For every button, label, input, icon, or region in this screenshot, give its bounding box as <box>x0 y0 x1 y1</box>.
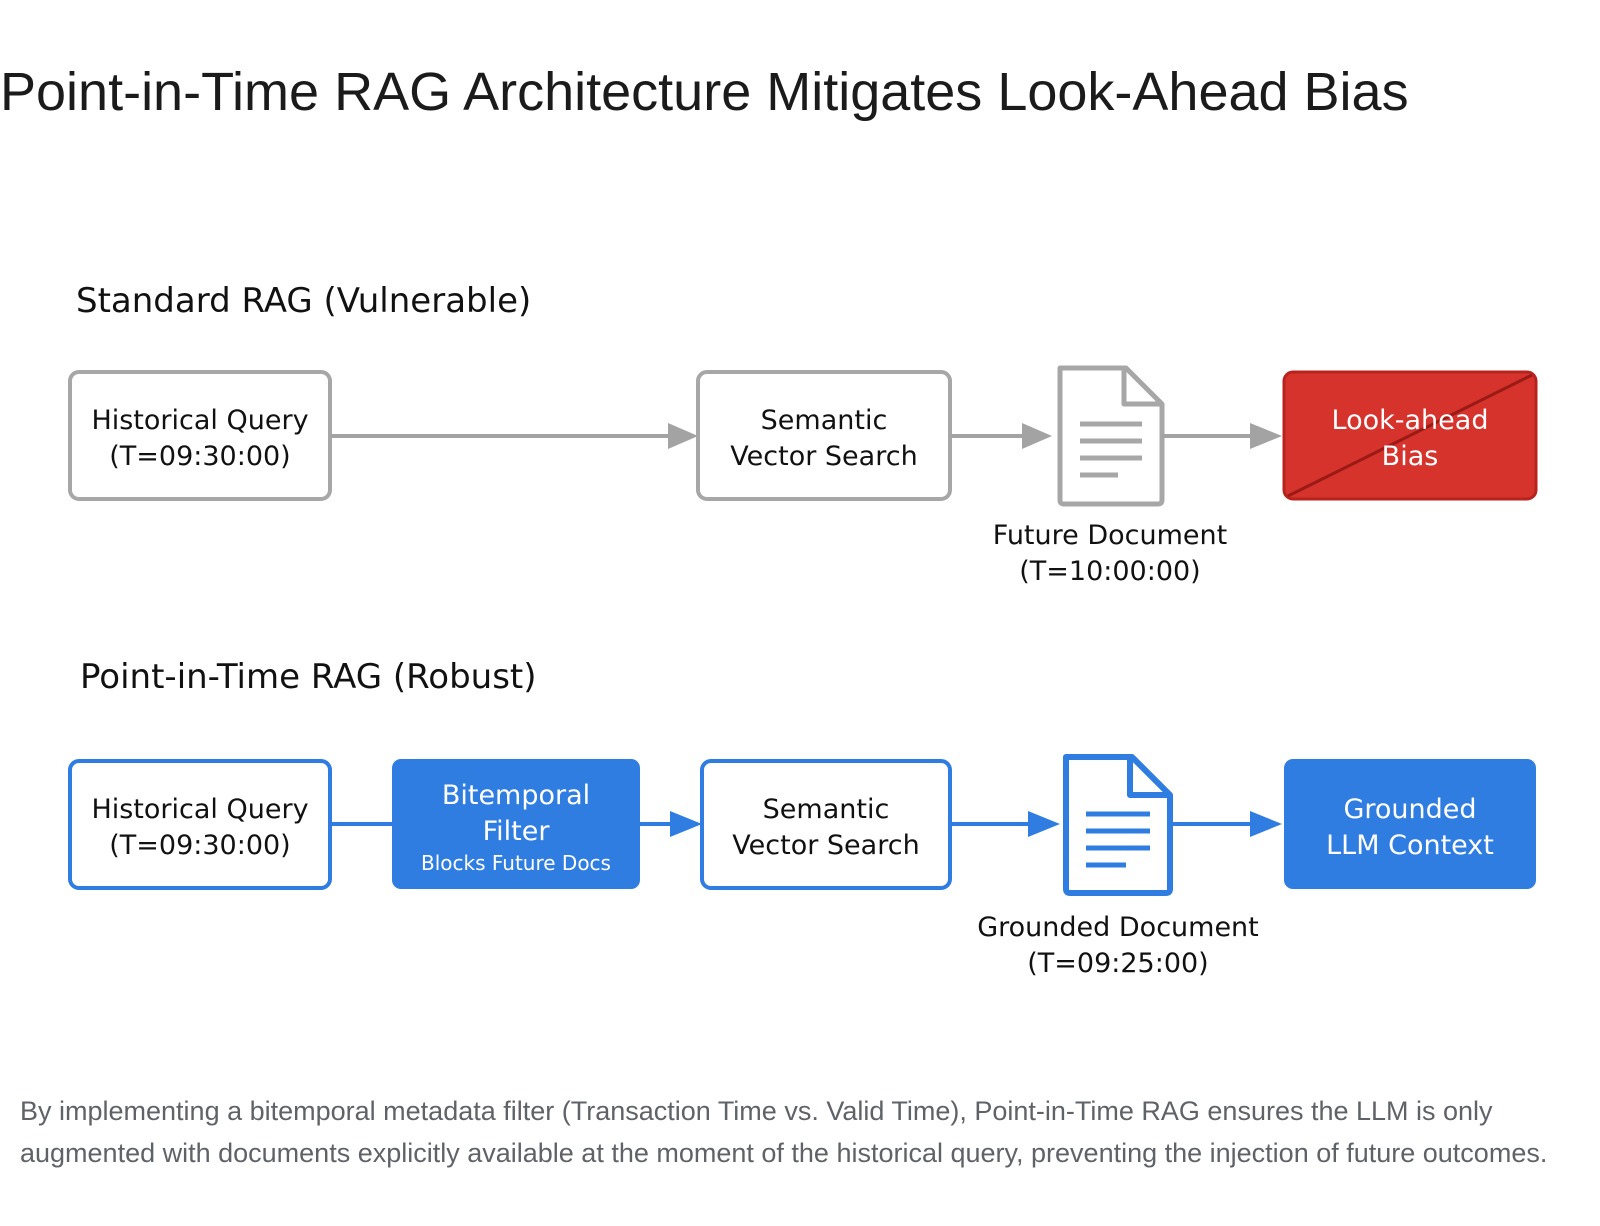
pit-query-label: Historical Query <box>91 794 308 825</box>
pit-rag-title: Point-in-Time RAG (Robust) <box>80 657 537 697</box>
bitemporal-filter-label-1: Bitemporal <box>442 780 590 811</box>
pit-arrow-2-head <box>670 811 702 837</box>
bitemporal-filter-sublabel: Blocks Future Docs <box>421 851 611 875</box>
pit-document-label: Grounded Document <box>977 912 1259 943</box>
standard-document-label: Future Document <box>993 520 1227 551</box>
document-icon <box>1057 365 1165 507</box>
standard-rag-title: Standard RAG (Vulnerable) <box>76 281 531 321</box>
pit-search-node: Semantic Vector Search <box>700 759 952 890</box>
document-icon <box>1063 754 1173 896</box>
bitemporal-filter-label-2: Filter <box>483 816 551 847</box>
standard-search-node: Semantic Vector Search <box>696 370 952 501</box>
caption-text: By implementing a bitemporal metadata fi… <box>20 1096 1548 1168</box>
standard-arrow-1-head <box>668 423 698 449</box>
look-ahead-bias-node: Look-ahead Bias <box>1282 370 1538 501</box>
pit-arrow-4-head <box>1250 811 1282 837</box>
standard-arrow-2-head <box>1022 423 1052 449</box>
standard-query-node: Historical Query (T=09:30:00) <box>68 370 332 501</box>
look-ahead-bias-label-2: Bias <box>1382 441 1439 472</box>
strike-through-line <box>1287 373 1533 498</box>
pit-arrow-3-head <box>1028 811 1060 837</box>
pit-search-label-2: Vector Search <box>732 830 919 861</box>
pit-query-time: (T=09:30:00) <box>109 830 290 861</box>
grounded-llm-context-label-1: Grounded <box>1343 794 1476 825</box>
standard-query-time: (T=09:30:00) <box>109 441 290 472</box>
standard-arrow-3-head <box>1250 423 1282 449</box>
standard-search-label-2: Vector Search <box>730 441 917 472</box>
standard-search-label-1: Semantic <box>761 405 888 436</box>
pit-search-label-1: Semantic <box>763 794 890 825</box>
page-title: Point-in-Time RAG Architecture Mitigates… <box>0 62 1409 122</box>
look-ahead-bias-label-1: Look-ahead <box>1332 405 1489 436</box>
pit-query-node: Historical Query (T=09:30:00) <box>68 759 332 890</box>
grounded-llm-context-label-2: LLM Context <box>1326 830 1494 861</box>
standard-query-label: Historical Query <box>91 405 308 436</box>
standard-document-time: (T=10:00:00) <box>1019 556 1200 587</box>
grounded-llm-context-node: Grounded LLM Context <box>1284 759 1536 889</box>
pit-document-time: (T=09:25:00) <box>1027 948 1208 979</box>
bitemporal-filter-node: Bitemporal Filter Blocks Future Docs <box>392 759 640 889</box>
